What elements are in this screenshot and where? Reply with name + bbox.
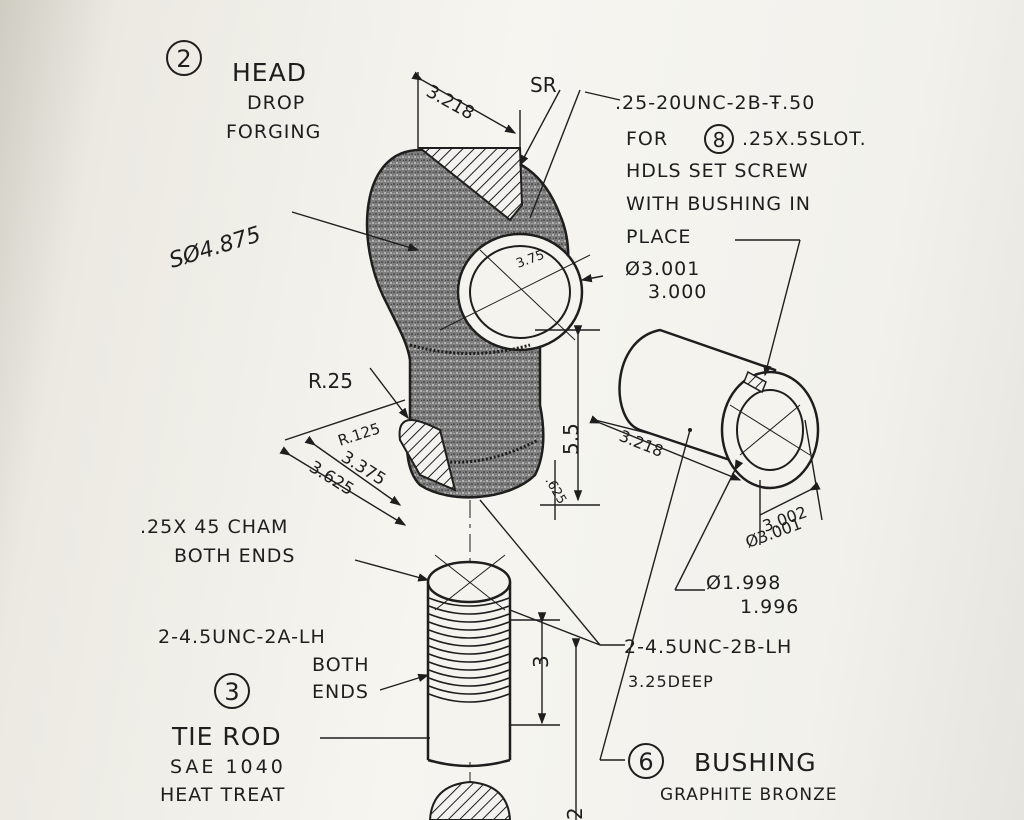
head-process-1: DROP xyxy=(247,92,306,114)
thread-note-4: WITH BUSHING IN xyxy=(626,193,812,215)
chamfer-note-1: .25X 45 CHAM xyxy=(140,516,289,538)
bushing-material: GRAPHITE BRONZE xyxy=(660,785,838,805)
tie-rod-item-number: 3 xyxy=(214,673,250,709)
dim-sphere: SØ4.875 xyxy=(166,222,263,273)
dim-sr: SR xyxy=(530,73,557,97)
thread-note-1: .25-20UNC-2B-Ŧ.50 xyxy=(615,92,816,114)
dim-r25: R.25 xyxy=(308,369,353,393)
tie-rod-thread-1: 2-4.5UNC-2A-LH xyxy=(158,626,326,648)
head-item-number: 2 xyxy=(166,40,202,76)
head-dimensions xyxy=(279,71,621,526)
dim-tie-rod-2: 2 xyxy=(563,807,587,820)
thread-note-slot: .25X.5SLOT. xyxy=(742,128,867,150)
bottom-thread-note-2: 3.25DEEP xyxy=(628,672,714,691)
dim-625: .625 xyxy=(542,475,569,508)
tie-rod-thread-3: ENDS xyxy=(312,681,369,703)
tie-rod-material: SAE 1040 xyxy=(170,756,286,778)
bushing-id-lo: 1.996 xyxy=(740,596,800,618)
head-process-2: FORGING xyxy=(226,121,322,143)
thread-note-ref-8: 8 xyxy=(704,124,734,154)
tie-rod-title: TIE ROD xyxy=(172,722,282,751)
chamfer-note-2: BOTH ENDS xyxy=(174,545,296,567)
bore-tol-lo: 3.000 xyxy=(648,281,708,303)
bore-tol-hi: Ø3.001 xyxy=(625,258,701,280)
tie-rod-treatment: HEAT TREAT xyxy=(160,784,286,806)
dim-55: 5.5 xyxy=(559,423,583,455)
tie-rod-part xyxy=(426,554,512,820)
bushing-item-number: 6 xyxy=(628,743,664,779)
thread-note-for: FOR xyxy=(626,128,669,150)
dim-r125: R.125 xyxy=(336,419,383,449)
bushing-id-hi: Ø1.998 xyxy=(706,572,782,594)
tie-rod-thread-2: BOTH xyxy=(312,654,370,676)
thread-note-3: HDLS SET SCREW xyxy=(626,160,809,182)
bushing-title: BUSHING xyxy=(694,748,817,777)
bushing-part xyxy=(618,328,820,490)
head-part xyxy=(365,147,591,815)
bushing-dimensions xyxy=(589,239,823,761)
bottom-thread-note-1: 2-4.5UNC-2B-LH xyxy=(624,636,793,658)
dim-tie-rod-3: 3 xyxy=(529,655,553,668)
tie-rod-dimensions xyxy=(320,499,625,820)
dim-head-length: 3.218 xyxy=(423,81,478,124)
head-title: HEAD xyxy=(232,58,307,87)
thread-note-5: PLACE xyxy=(626,226,692,248)
